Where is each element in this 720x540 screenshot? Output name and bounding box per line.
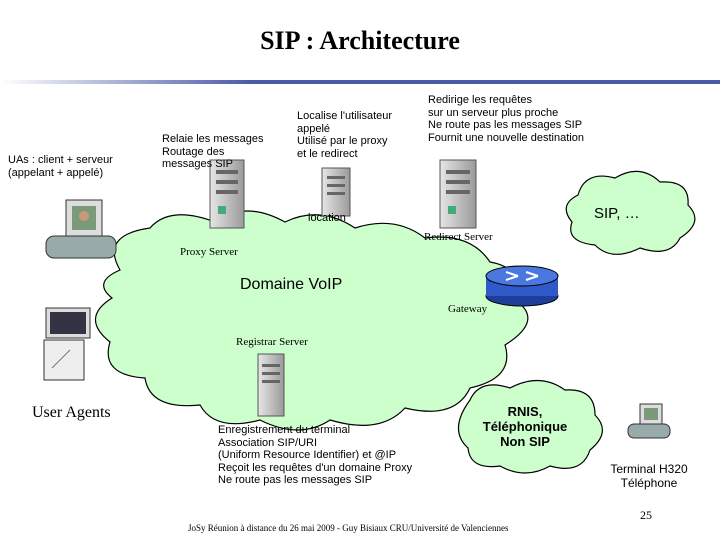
- redirect-server-label: Redirect Server: [424, 231, 493, 243]
- page-number: 25: [640, 508, 652, 522]
- page-title: SIP : Architecture: [260, 26, 460, 55]
- footer-credit: JoSy Réunion à distance du 26 mai 2009 -…: [188, 523, 509, 533]
- user-agents-label: User Agents: [32, 404, 111, 421]
- sip-cloud: [565, 170, 696, 255]
- voip-cloud: [94, 210, 529, 431]
- sip-cloud-label: SIP, …: [594, 205, 640, 222]
- redirect-role-note: Redirige les requêtes sur un serveur plu…: [428, 94, 584, 144]
- registrar-server-label: Registrar Server: [236, 336, 308, 348]
- gateway-router-icon: [485, 265, 559, 307]
- location-role-note: Localise l'utilisateur appelé Utilisé pa…: [297, 110, 393, 160]
- proxy-role-note: Relaie les messages Routage des messages…: [162, 133, 264, 170]
- rnis-cloud: [457, 379, 603, 474]
- pc-workstation-icon: [43, 307, 91, 381]
- registrar-server-icon: [257, 353, 285, 417]
- gateway-label: Gateway: [448, 303, 488, 315]
- uas-note: UAs : client + serveur (appelant + appel…: [8, 154, 113, 179]
- terminal-label: Terminal H320 Téléphone: [610, 462, 688, 490]
- location-server-icon: [321, 167, 351, 217]
- h320-phone-icon: [627, 403, 671, 439]
- registrar-role-note: Enregistrement du terminal Association S…: [218, 424, 413, 486]
- proxy-server-label: Proxy Server: [180, 246, 238, 258]
- domain-label: Domaine VoIP: [240, 276, 343, 293]
- videophone-icon: [45, 199, 117, 259]
- location-label: location: [308, 212, 346, 224]
- redirect-server-icon: [439, 159, 477, 229]
- rnis-cloud-label: RNIS, Téléphonique Non SIP: [482, 404, 568, 449]
- title-rule: [0, 80, 720, 84]
- proxy-server-icon: [209, 159, 245, 229]
